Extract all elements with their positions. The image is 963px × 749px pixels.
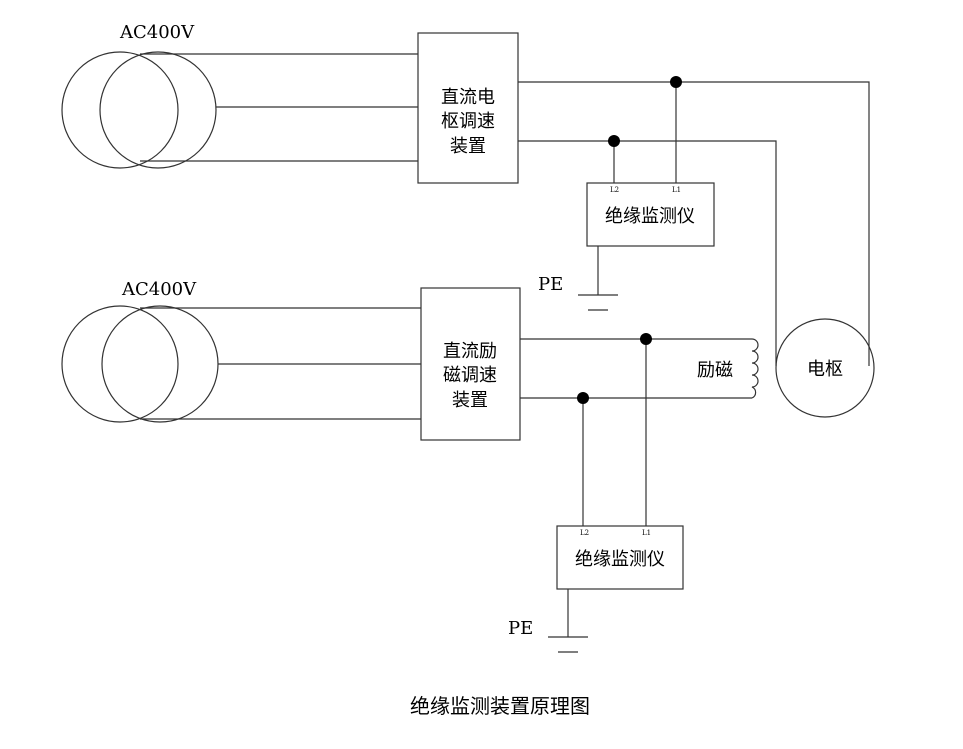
field-converter-label-3: 装置 [452,390,488,411]
armature-circle [775,318,875,418]
bottom-ground-symbol [548,589,588,653]
field-output-lines [520,338,759,526]
top-transformer [61,51,217,169]
junction-dot [640,333,652,345]
figure-caption: 绝缘监测装置原理图 [410,694,590,718]
junction-dot [577,392,589,404]
top-insulation-monitor-label: 绝缘监测仪 [605,206,695,227]
top-ground-symbol [578,246,618,311]
bottom-insulation-monitor-label: 绝缘监测仪 [575,549,665,570]
top-source-label: AC400V [119,22,195,43]
top-ground-label: PE [538,274,563,295]
junction-dot [670,76,682,88]
bottom-source-label: AC400V [121,279,197,300]
bottom-terminal-l1: L1 [642,529,651,537]
bottom-supply-lines [140,307,421,420]
bottom-terminal-l2: L2 [580,529,589,537]
top-supply-lines [140,53,418,162]
field-winding-label: 励磁 [697,360,733,381]
armature-converter-label-2: 枢调速 [441,111,495,132]
bottom-insulation-monitor-box [556,525,684,590]
armature-converter-box [417,32,519,184]
top-terminal-l2: L2 [610,186,619,194]
field-converter-label-1: 直流励 [443,341,497,362]
armature-output-lines [518,81,870,366]
top-insulation-monitor-box [586,182,715,247]
bottom-transformer [61,305,219,423]
bottom-ground-label: PE [508,618,533,639]
top-terminal-l1: L1 [672,186,681,194]
armature-converter-label-1: 直流电 [441,87,495,108]
field-converter-label-2: 磁调速 [443,365,497,386]
armature-converter-label-3: 装置 [450,136,486,157]
junction-dot [608,135,620,147]
field-converter-box [420,287,521,441]
armature-label: 电枢 [807,359,843,380]
